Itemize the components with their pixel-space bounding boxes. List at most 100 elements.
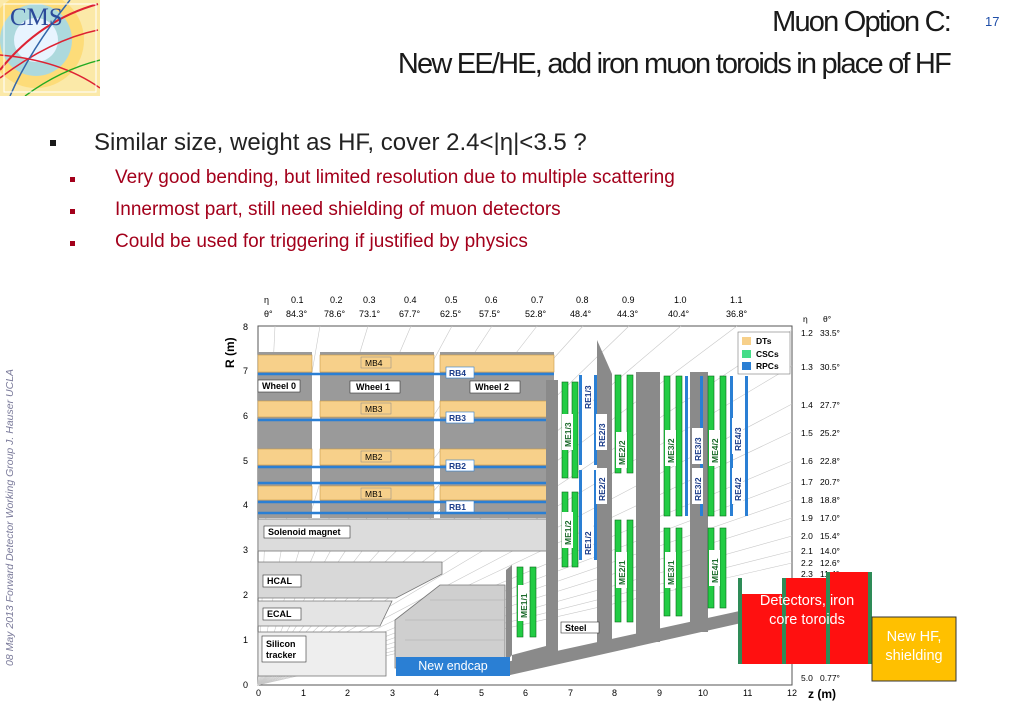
- theta-header: θ°: [823, 314, 831, 324]
- eta-value: 1.5: [801, 428, 813, 438]
- me-label: ME4/1: [710, 558, 720, 583]
- y-tick: 3: [243, 545, 248, 555]
- eta-header: η: [803, 314, 808, 324]
- theta-value: 18.8°: [820, 495, 840, 505]
- legend-label: DTs: [756, 336, 772, 346]
- eta-value: 0.2: [330, 295, 343, 305]
- me-label: ME1/3: [563, 422, 573, 447]
- theta-value: 25.2°: [820, 428, 840, 438]
- re-label: RE1/3: [583, 385, 593, 409]
- slide-title-line-1: Muon Option C:: [772, 6, 952, 38]
- new-hf-shielding-box: [871, 616, 957, 682]
- eta-value: 1.0: [674, 295, 687, 305]
- sub-bullet-1: Very good bending, but limited resolutio…: [115, 167, 675, 188]
- y-tick: 8: [243, 322, 248, 332]
- theta-value: 22.8°: [820, 456, 840, 466]
- eta-value: 0.1: [291, 295, 304, 305]
- theta-value: 12.6°: [820, 558, 840, 568]
- re-label: RE2/2: [597, 477, 607, 501]
- x-tick: 3: [390, 688, 395, 698]
- tracker-label-1: Silicon: [266, 639, 296, 649]
- theta-value: 48.4°: [570, 309, 592, 319]
- y-tick: 0: [243, 680, 248, 690]
- cms-logo-graphic: [0, 0, 100, 96]
- eta-value: 0.6: [485, 295, 498, 305]
- wheel-label: Wheel 2: [475, 382, 509, 392]
- rb-label: RB1: [449, 502, 466, 512]
- mb-label: MB4: [365, 358, 383, 368]
- x-tick: 12: [787, 688, 797, 698]
- eta-value: 0.9: [622, 295, 635, 305]
- eta-value: 2.0: [801, 531, 813, 541]
- x-axis-ticks: 0 1 2 3 4 5 6 7 8 9 10 11 12: [256, 688, 797, 698]
- theta-value: 20.7°: [820, 477, 840, 487]
- x-tick: 4: [434, 688, 439, 698]
- cms-logo: CMS: [0, 0, 100, 96]
- theta-value: 36.8°: [726, 309, 748, 319]
- logo-text: CMS: [10, 4, 63, 31]
- eta-value: 1.2: [801, 328, 813, 338]
- y-tick: 1: [243, 635, 248, 645]
- theta-header: θ°: [264, 309, 273, 319]
- new-hf-label: New HF, shielding: [885, 629, 943, 664]
- new-endcap-box: [396, 657, 510, 676]
- me-label: ME2/2: [617, 440, 627, 465]
- wheel-label: Wheel 1: [356, 382, 390, 392]
- eta-value: 0.5: [445, 295, 458, 305]
- theta-value: 67.7°: [399, 309, 421, 319]
- theta-value: 17.0°: [820, 513, 840, 523]
- legend-swatch-rpc: [742, 362, 751, 370]
- theta-value: 30.5°: [820, 362, 840, 372]
- bullet-marker: [50, 140, 56, 146]
- main-bullet: Similar size, weight as HF, cover 2.4<|η…: [94, 129, 587, 156]
- eta-value: 2.2: [801, 558, 813, 568]
- theta-value: 0.77°: [820, 673, 840, 683]
- theta-value: 52.8°: [525, 309, 547, 319]
- x-tick: 6: [523, 688, 528, 698]
- y-tick: 2: [243, 590, 248, 600]
- rb-label: RB4: [449, 368, 466, 378]
- x-tick: 0: [256, 688, 261, 698]
- tracker-label-2: tracker: [266, 650, 297, 660]
- legend-label: CSCs: [756, 349, 779, 359]
- x-tick: 10: [698, 688, 708, 698]
- eta-value: 1.4: [801, 400, 813, 410]
- eta-value: 5.0: [801, 673, 813, 683]
- new-endcap-label: New endcap: [418, 659, 488, 673]
- eta-value: 1.6: [801, 456, 813, 466]
- legend-swatch-csc: [742, 350, 751, 358]
- sub-bullet-2: Innermost part, still need shielding of …: [115, 199, 561, 220]
- y-tick: 5: [243, 456, 248, 466]
- re-label: RE2/3: [597, 423, 607, 447]
- x-tick: 8: [612, 688, 617, 698]
- theta-value: 14.0°: [820, 546, 840, 556]
- me-label: ME3/1: [666, 560, 676, 585]
- eta-value: 1.1: [730, 295, 743, 305]
- x-tick: 5: [479, 688, 484, 698]
- eta-value: 0.3: [363, 295, 376, 305]
- theta-value: 44.3°: [617, 309, 639, 319]
- mb-label: MB1: [365, 489, 383, 499]
- sub-bullet-marker: [70, 177, 75, 182]
- eta-value: 1.7: [801, 477, 813, 487]
- x-tick: 9: [657, 688, 662, 698]
- re-label: RE3/2: [693, 477, 703, 501]
- y-tick: 7: [243, 366, 248, 376]
- top-eta-scale: η θ° 0.1 0.2 0.3 0.4 0.5 0.6 0.7 0.8 0.9…: [264, 295, 748, 319]
- theta-value: 40.4°: [668, 309, 690, 319]
- x-tick: 7: [568, 688, 573, 698]
- theta-value: 27.7°: [820, 400, 840, 410]
- mb-label: MB3: [365, 404, 383, 414]
- me-label: ME3/2: [666, 438, 676, 463]
- eta-value: 0.7: [531, 295, 544, 305]
- me-label: ME1/2: [563, 520, 573, 545]
- slide-title-line-2: New EE/HE, add iron muon toroids in plac…: [397, 48, 952, 80]
- re-label: RE4/3: [733, 427, 743, 451]
- theta-value: 33.5°: [820, 328, 840, 338]
- sub-bullet-marker: [70, 241, 75, 246]
- eta-value: 0.4: [404, 295, 417, 305]
- eta-value: 1.8: [801, 495, 813, 505]
- steel-label: Steel: [565, 623, 587, 633]
- x-tick: 2: [345, 688, 350, 698]
